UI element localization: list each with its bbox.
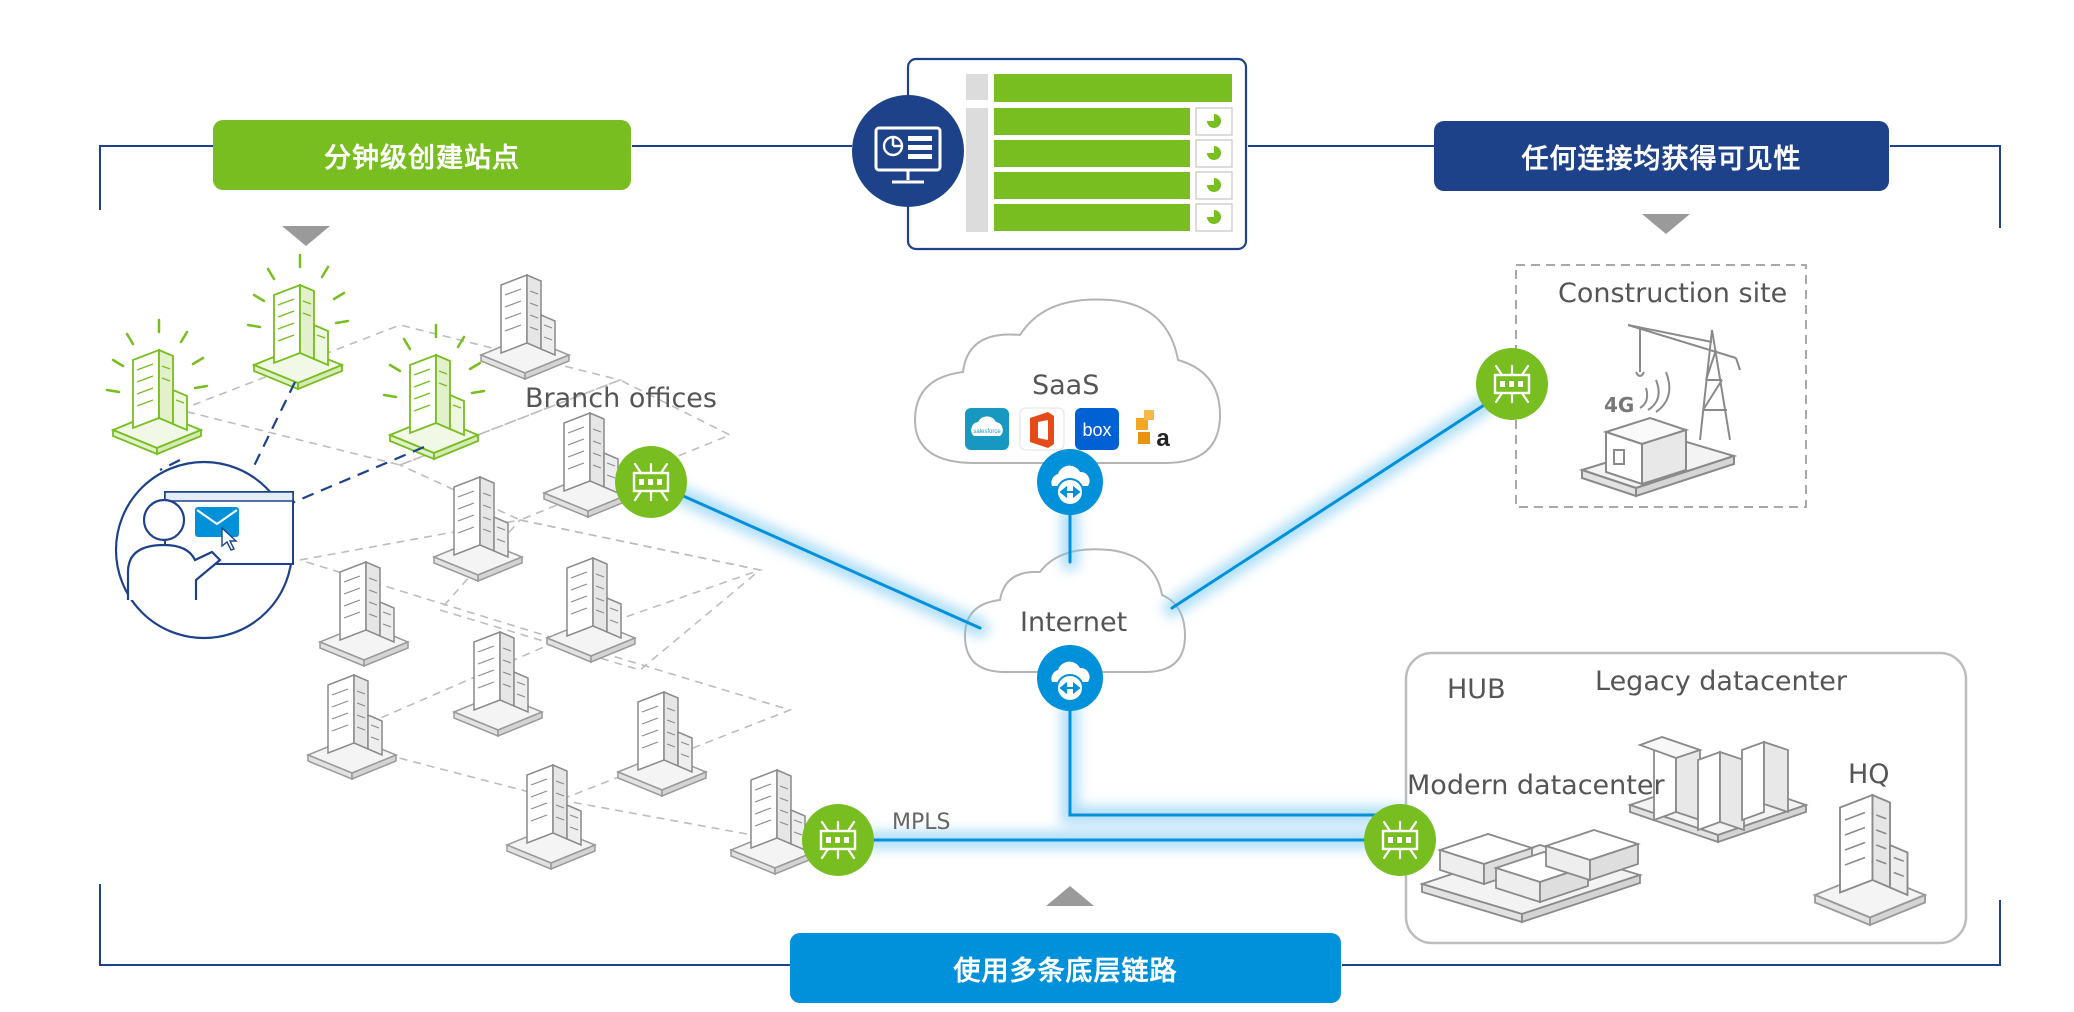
dashboard-panel <box>906 57 1248 251</box>
mpls-edge-node <box>800 802 876 878</box>
saas-label: SaaS <box>1032 370 1100 401</box>
monitor-dashboard-icon <box>852 95 964 207</box>
mpls-label: MPLS <box>892 810 951 835</box>
banner-multi-links: 使用多条底层链路 <box>790 933 1341 1003</box>
branch-building <box>307 674 397 780</box>
outer-frame <box>99 145 2001 966</box>
construction-site-box <box>1515 264 1807 508</box>
hub-label: HUB <box>1447 674 1506 705</box>
links <box>652 383 1517 842</box>
branch-building <box>730 769 820 875</box>
branch-offices-label: Branch offices <box>525 383 717 414</box>
construction-site-label: Construction site <box>1558 278 1788 309</box>
new-site-building <box>382 323 486 461</box>
internet-gateway-node <box>1036 644 1104 712</box>
legacy-datacenter-label: Legacy datacenter <box>1595 666 1847 697</box>
modern-datacenter-label: Modern datacenter <box>1407 770 1665 801</box>
salesforce-label: salesforce <box>973 429 1001 435</box>
chevron-down-icon <box>1642 214 1690 234</box>
office-icon <box>1019 407 1065 451</box>
admin-dashed-links <box>159 381 425 507</box>
signal-4g-label: 4G <box>1604 393 1635 417</box>
branch-building <box>543 412 633 518</box>
branch-building <box>506 764 596 870</box>
construction-edge-node <box>1474 346 1550 422</box>
branch-edge-node <box>613 444 689 520</box>
branch-building <box>433 476 523 582</box>
hub-box <box>1404 651 1968 945</box>
banner-create-sites: 分钟级创建站点 <box>213 120 631 190</box>
box-label: box <box>1082 420 1111 440</box>
hq-label: HQ <box>1848 759 1890 790</box>
salesforce-icon: salesforce <box>965 408 1009 450</box>
branch-building <box>480 274 570 380</box>
crane-construction-icon <box>1578 324 1741 498</box>
box-icon: box <box>1075 408 1119 450</box>
branch-building <box>546 557 636 663</box>
internet-label: Internet <box>1020 607 1128 638</box>
aws-icon: a <box>1130 408 1174 452</box>
chevron-down-icon <box>282 226 330 246</box>
modern-datacenter-icon <box>1419 829 1643 924</box>
new-site-building <box>246 253 350 391</box>
legacy-datacenter-icon <box>1627 736 1809 844</box>
aws-label: a <box>1156 425 1170 452</box>
new-site-building <box>105 318 209 456</box>
admin-operator-icon <box>114 460 294 640</box>
branch-building <box>617 691 707 797</box>
branch-building <box>319 561 409 667</box>
saas-gateway-node <box>1036 448 1104 516</box>
chevron-up-icon <box>1046 886 1094 906</box>
branch-building <box>453 631 543 737</box>
banner-visibility: 任何连接均获得可见性 <box>1434 121 1889 191</box>
hq-building <box>1814 794 1926 926</box>
hub-edge-node <box>1362 802 1438 878</box>
